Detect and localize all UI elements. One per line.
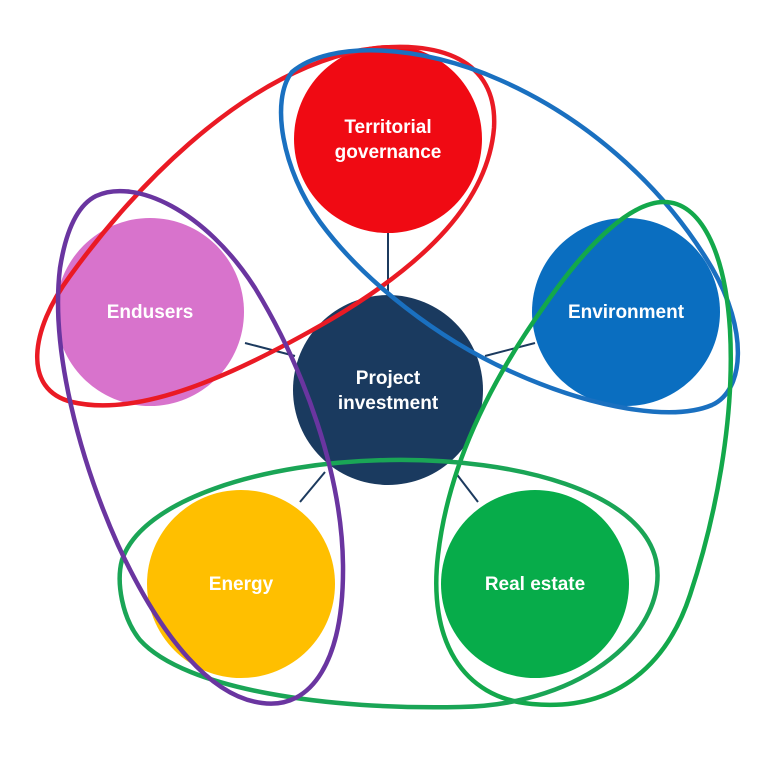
node-environment: Environment [532, 218, 720, 406]
node-label-real-estate: Real estate [485, 574, 585, 595]
center-label-line-1: Project [356, 368, 421, 389]
connector-endusers [244, 342, 296, 357]
node-circle-environment [532, 218, 720, 406]
node-label-endusers: Endusers [107, 302, 194, 323]
node-real-estate: Real estate [441, 490, 629, 678]
node-circle-territorial [294, 45, 482, 233]
connector-energy [299, 471, 326, 503]
node-label-environment: Environment [568, 302, 685, 323]
node-label-territorial-line-1: Territorial [344, 117, 431, 138]
relationship-loops [35, 44, 741, 710]
center-node-project-investment: Project investment [293, 295, 483, 485]
loop-red-territorial-endusers [35, 44, 497, 408]
loop-purple-endusers-energy [55, 188, 346, 706]
node-circle-energy [147, 490, 335, 678]
node-energy: Energy [147, 490, 335, 678]
node-circle-real-estate [441, 490, 629, 678]
node-territorial-governance: Territorial governance [294, 45, 482, 233]
loop-blue-territorial-environment [278, 48, 741, 415]
node-label-territorial-line-2: governance [335, 142, 442, 163]
connector-environment [484, 342, 536, 357]
loop-green-environment-real-estate [434, 199, 734, 708]
node-endusers: Endusers [56, 218, 244, 406]
node-circle-endusers [56, 218, 244, 406]
node-label-energy: Energy [209, 574, 274, 595]
center-label-line-2: investment [338, 393, 439, 414]
center-circle [293, 295, 483, 485]
loop-green-energy-real-estate [117, 457, 660, 710]
connectors [244, 232, 536, 503]
connector-real-estate [454, 471, 479, 503]
